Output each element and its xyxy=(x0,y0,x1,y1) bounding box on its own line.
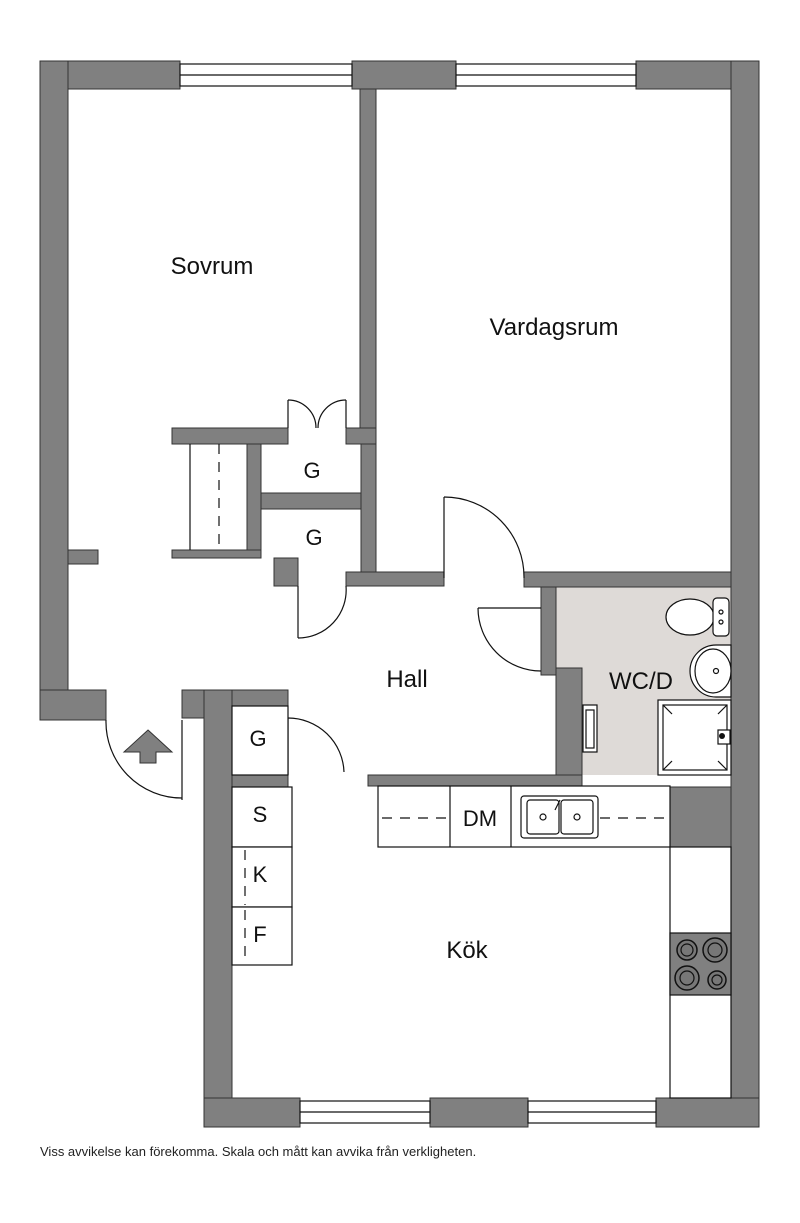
floor-plan: Sovrum Vardagsrum G G Hall WC/D G DM S K… xyxy=(39,60,760,1128)
outer-walls xyxy=(39,60,760,1128)
label-closet-lower: G xyxy=(305,525,322,550)
label-hall: Hall xyxy=(386,666,427,693)
hall-closet xyxy=(231,705,289,776)
washing-machine-icon xyxy=(582,704,598,753)
disclaimer-text: Viss avvikelse kan förekomma. Skala och … xyxy=(40,1144,477,1159)
label-closet-hall: G xyxy=(249,726,266,751)
sovrum-wardrobe xyxy=(189,444,220,550)
doors xyxy=(105,399,542,800)
windows xyxy=(179,63,657,1124)
label-closet-upper: G xyxy=(303,458,320,483)
shower-icon xyxy=(657,699,732,776)
label-vardagsrum: Vardagsrum xyxy=(490,314,619,341)
toilet-icon xyxy=(665,597,730,637)
label-wc: WC/D xyxy=(609,668,673,695)
sink-icon xyxy=(520,795,599,839)
label-dishwasher: DM xyxy=(463,806,497,831)
stove-icon xyxy=(669,932,732,996)
label-storage-s: S xyxy=(253,802,268,827)
label-fridge: K xyxy=(253,862,268,887)
washbasin-icon xyxy=(689,644,732,698)
label-kok: Kök xyxy=(446,937,488,964)
interior-walls xyxy=(67,88,732,848)
label-freezer: F xyxy=(253,922,266,947)
label-sovrum: Sovrum xyxy=(171,253,254,280)
entrance-arrow-icon xyxy=(122,729,174,764)
storage-column xyxy=(231,786,293,966)
